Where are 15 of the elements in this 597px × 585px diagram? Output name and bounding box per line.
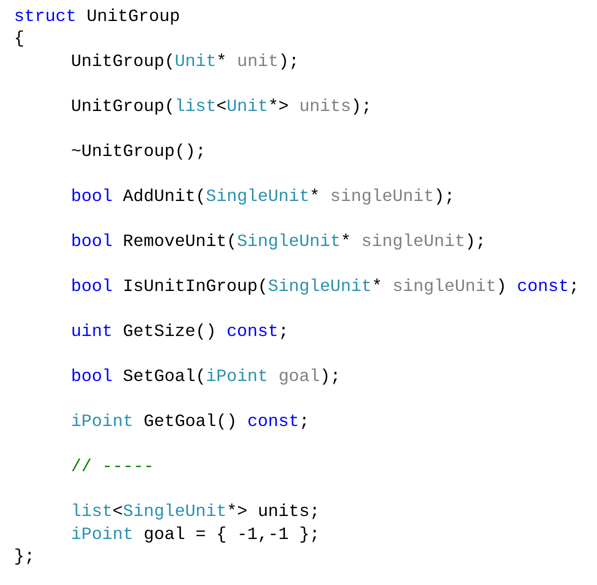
code-line: bool AddUnit(SingleUnit* singleUnit);	[71, 188, 455, 208]
code-line: struct UnitGroup	[14, 8, 180, 28]
code-line: bool SetGoal(iPoint goal);	[71, 368, 341, 388]
code-line: list<SingleUnit*> units;	[71, 503, 320, 523]
code-line: {	[14, 30, 24, 50]
code-line: bool IsUnitInGroup(SingleUnit* singleUnit) const;	[71, 278, 580, 298]
code-line: uint GetSize() const;	[71, 323, 289, 343]
code-line: // -----	[71, 458, 154, 478]
code-line: iPoint goal = { -1,-1 };	[71, 526, 320, 546]
code-line: UnitGroup(Unit* unit);	[71, 53, 300, 73]
code-line: ~UnitGroup();	[71, 143, 206, 163]
code-line: bool RemoveUnit(SingleUnit* singleUnit);	[71, 233, 486, 253]
code-line: };	[14, 548, 35, 568]
code-line: iPoint GetGoal() const;	[71, 413, 310, 433]
code-line: UnitGroup(list<Unit*> units);	[71, 98, 372, 118]
